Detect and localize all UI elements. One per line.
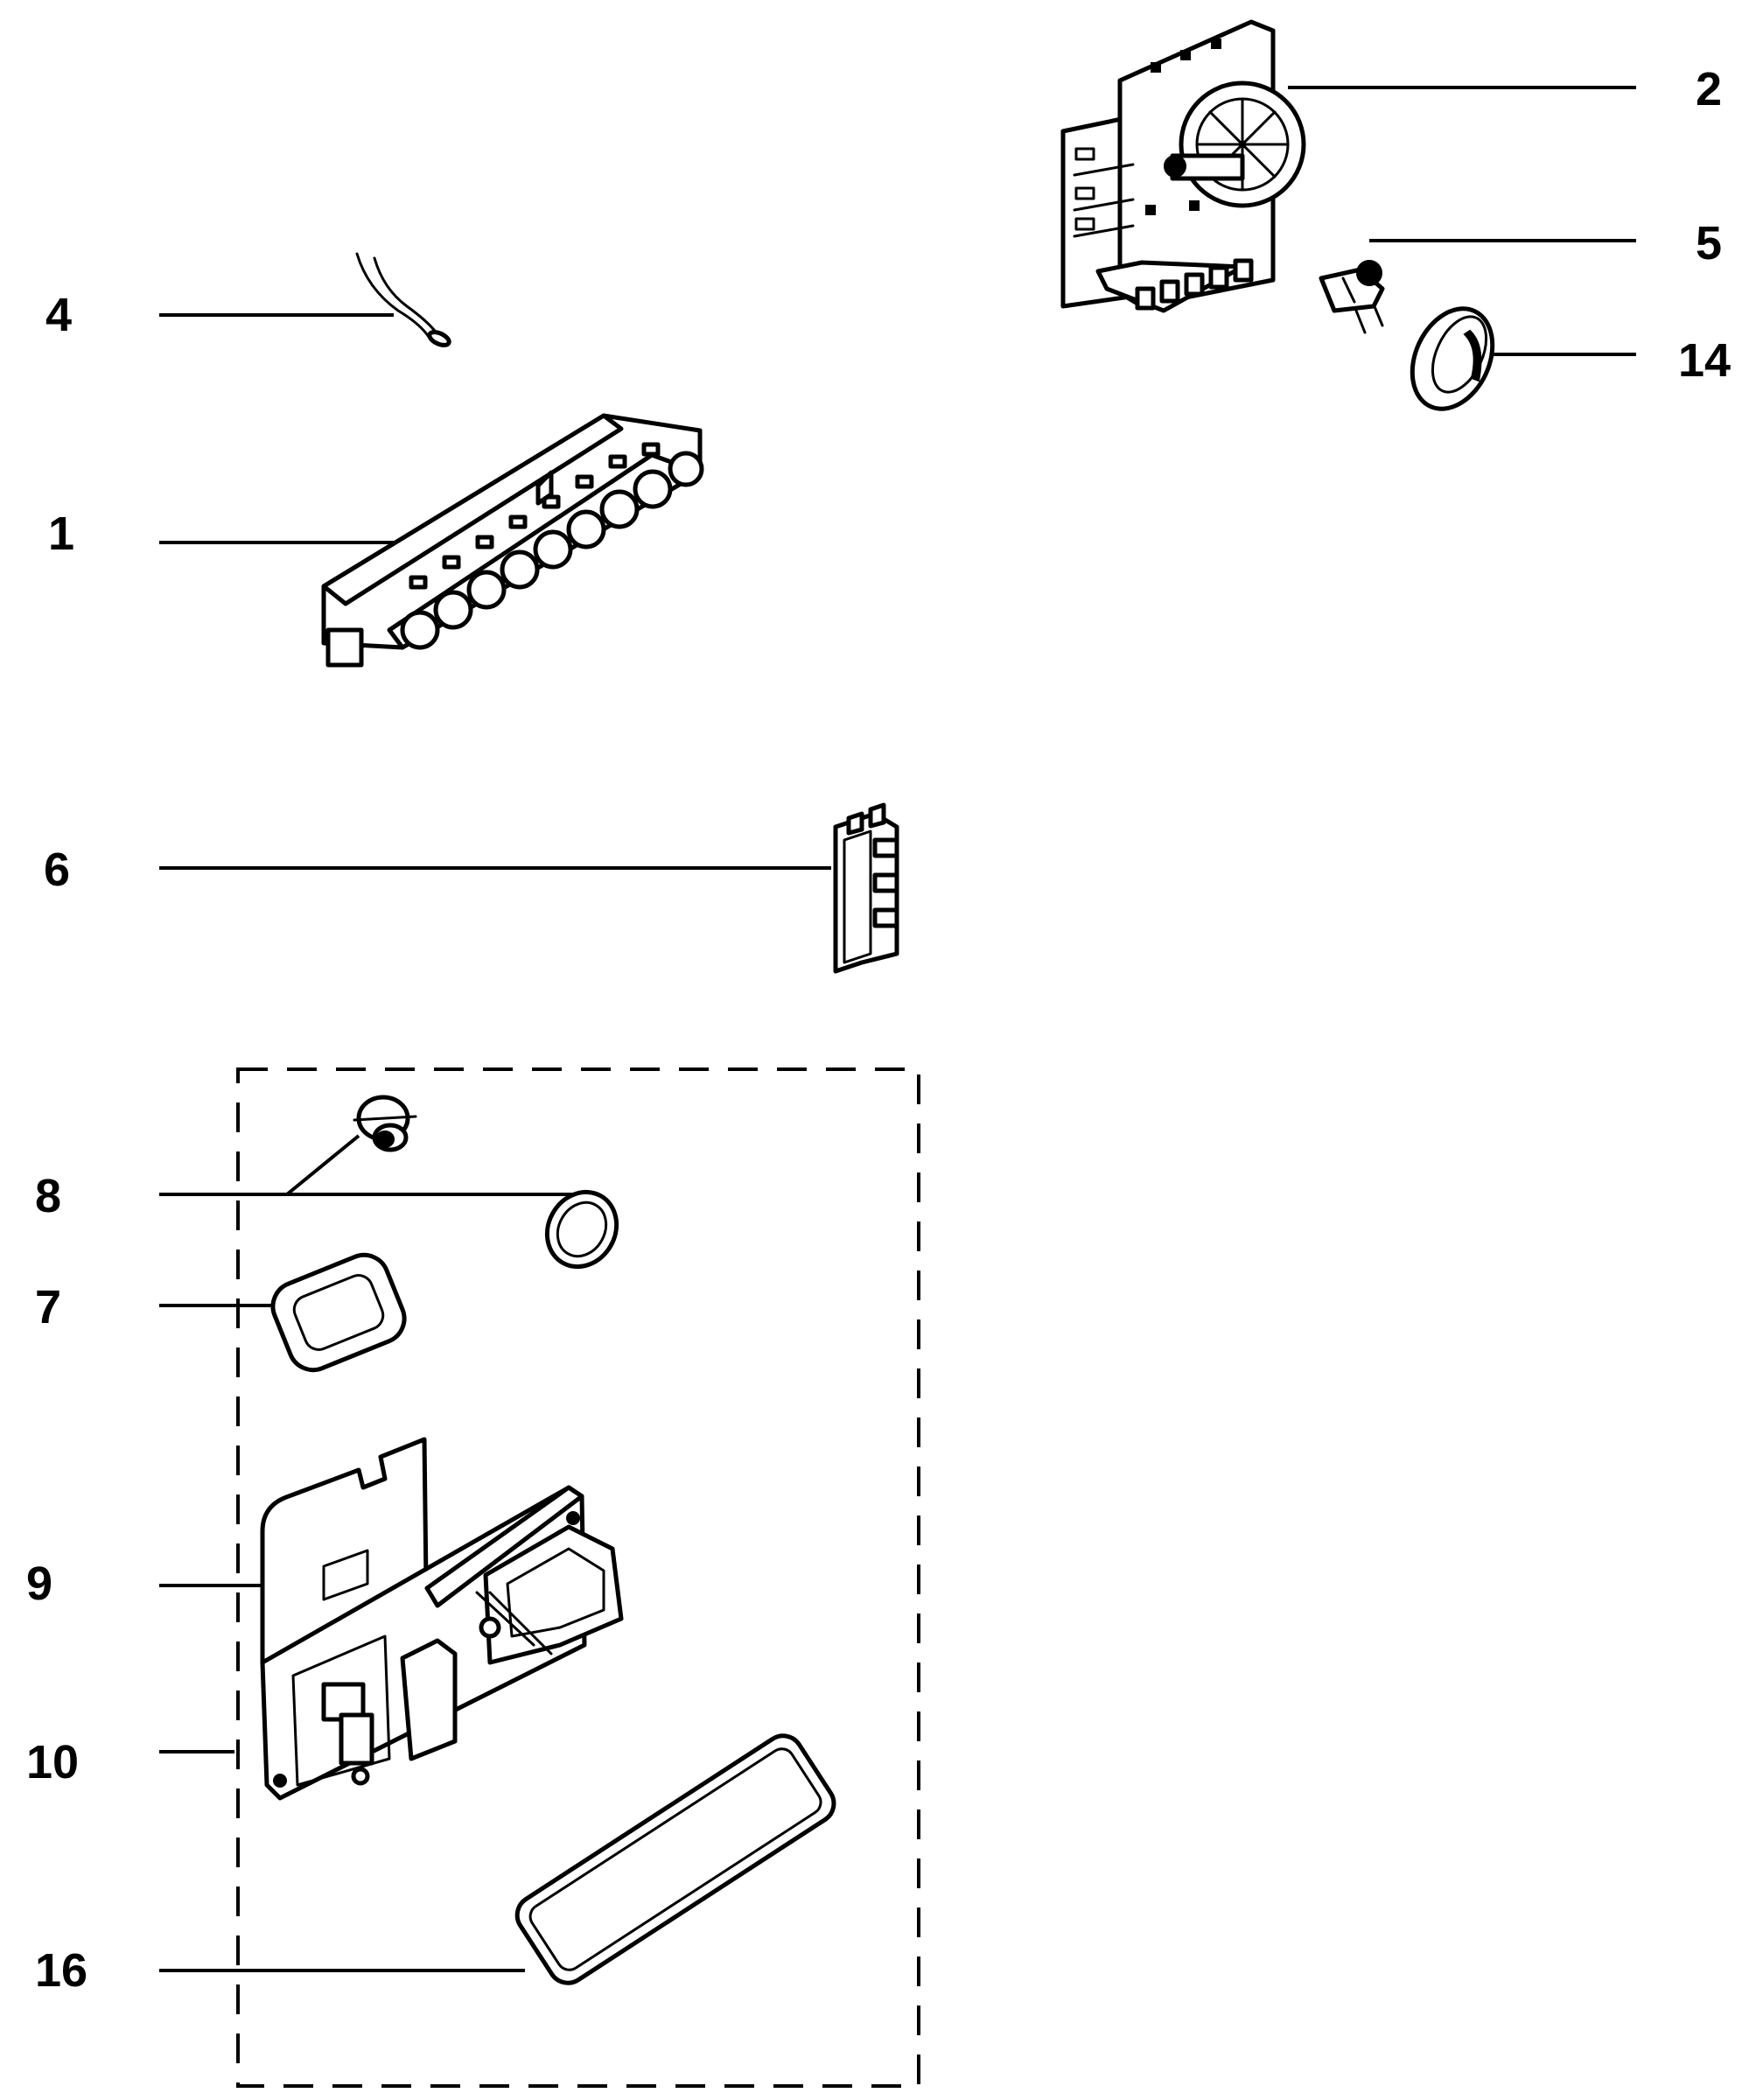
indicator-windows: [409, 442, 661, 590]
callout-6: 6: [44, 844, 70, 896]
bulb-part-8: [353, 1095, 417, 1152]
gasket-part-7: [270, 1252, 407, 1373]
callout-14: 14: [1678, 334, 1731, 387]
button-switch-bank-part-1: [321, 413, 704, 668]
timer-part-2: [1060, 19, 1306, 313]
callout-10: 10: [26, 1736, 79, 1788]
callout-4: 4: [45, 289, 72, 341]
callout-5: 5: [1696, 217, 1722, 270]
connector-part-5: [1319, 260, 1385, 334]
sensor-part-4: [355, 252, 451, 347]
seal-part-16: [514, 1733, 836, 1985]
push-buttons: [400, 451, 704, 650]
o-ring-part-8: [544, 1189, 619, 1270]
callout-8: 8: [35, 1170, 61, 1222]
switch-part-6: [833, 802, 899, 974]
callout-9: 9: [26, 1558, 52, 1610]
callout-2: 2: [1696, 63, 1722, 116]
leader-lines: [159, 86, 1636, 1972]
callout-16: 16: [35, 1944, 87, 1997]
callout-1: 1: [48, 508, 74, 560]
knob-part-14: [1410, 306, 1495, 411]
kit-boundary: [236, 1068, 920, 2088]
door-lock-part-9-10: [260, 1437, 624, 1801]
callout-7: 7: [35, 1281, 61, 1334]
